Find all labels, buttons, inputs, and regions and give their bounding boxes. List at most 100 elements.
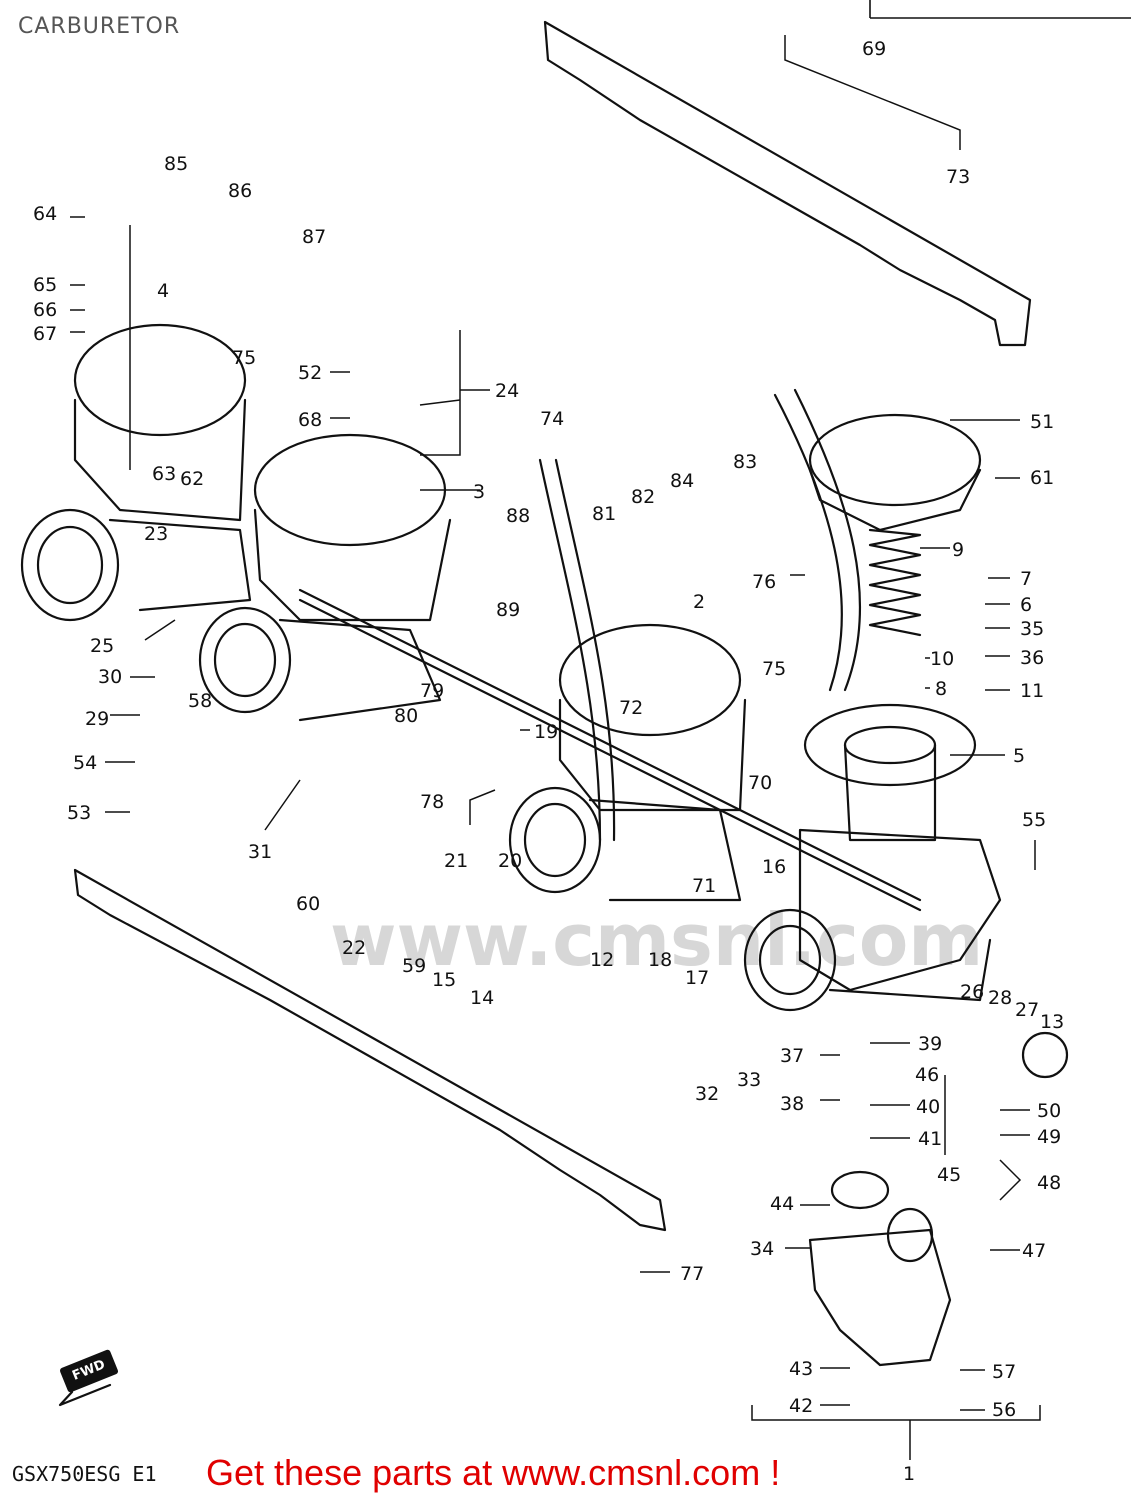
callout-65: 65 [33, 274, 57, 296]
callout-3: 3 [473, 481, 485, 503]
callout-70: 70 [748, 772, 772, 794]
callout-39: 39 [918, 1033, 942, 1055]
part-hose [773, 388, 862, 692]
callout-89: 89 [496, 599, 520, 621]
callout-13: 13 [1040, 1011, 1064, 1033]
part-spring [868, 528, 922, 637]
callout-44: 44 [770, 1193, 794, 1215]
callout-33: 33 [737, 1069, 761, 1091]
part-diaphragm [803, 703, 977, 787]
callout-24: 24 [495, 380, 519, 402]
callout-53: 53 [67, 802, 91, 824]
callout-30: 30 [98, 666, 122, 688]
callout-58: 58 [188, 690, 212, 712]
callout-34: 34 [750, 1238, 774, 1260]
callout-41: 41 [918, 1128, 942, 1150]
callout-25: 25 [90, 635, 114, 657]
callout-6: 6 [1020, 594, 1032, 616]
callout-5: 5 [1013, 745, 1025, 767]
callout-45: 45 [937, 1164, 961, 1186]
callout-18: 18 [648, 949, 672, 971]
callout-84: 84 [670, 470, 694, 492]
callout-86: 86 [228, 180, 252, 202]
callout-62: 62 [180, 468, 204, 490]
carb-body-3 [198, 433, 452, 722]
callout-27: 27 [1015, 999, 1039, 1021]
callout-77: 77 [680, 1263, 704, 1285]
callout-72: 72 [619, 697, 643, 719]
callout-60: 60 [296, 893, 320, 915]
callout-37: 37 [780, 1045, 804, 1067]
callout-35: 35 [1020, 618, 1044, 640]
callout-68: 68 [298, 409, 322, 431]
callout-88: 88 [506, 505, 530, 527]
callout-87: 87 [302, 226, 326, 248]
callout-75b: 75 [762, 658, 786, 680]
callout-10: 10 [930, 648, 954, 670]
callout-38: 38 [780, 1093, 804, 1115]
callout-49: 49 [1037, 1126, 1061, 1148]
callout-11: 11 [1020, 680, 1044, 702]
callout-26: 26 [960, 981, 984, 1003]
part-top-bracket [543, 20, 1032, 347]
callout-21: 21 [444, 850, 468, 872]
callout-56: 56 [992, 1399, 1016, 1421]
callout-labels: 1 2 3 4 5 6 7 8 9 10 11 12 13 14 15 16 1… [33, 38, 1064, 1485]
callout-48: 48 [1037, 1172, 1061, 1194]
carb-body-1 [743, 828, 1002, 1012]
part-bottom-bracket [73, 868, 667, 1232]
callout-47: 47 [1022, 1240, 1046, 1262]
callout-20: 20 [498, 850, 522, 872]
carb-body-2 [508, 623, 747, 902]
part-top-cover [808, 413, 982, 507]
callout-61: 61 [1030, 467, 1054, 489]
callout-74: 74 [540, 408, 564, 430]
callout-69: 69 [862, 38, 886, 60]
carb-body-4 [20, 323, 252, 622]
callout-36: 36 [1020, 647, 1044, 669]
callout-52: 52 [298, 362, 322, 384]
callout-79: 79 [420, 680, 444, 702]
callout-14: 14 [470, 987, 494, 1009]
callout-67: 67 [33, 323, 57, 345]
model-code: GSX750ESG E1 [12, 1462, 157, 1486]
callout-71: 71 [692, 875, 716, 897]
callout-1: 1 [903, 1463, 915, 1485]
callout-55: 55 [1022, 809, 1046, 831]
page-title: CARBURETOR [18, 14, 181, 39]
callout-75a: 75 [232, 347, 256, 369]
callout-12: 12 [590, 949, 614, 971]
callout-31: 31 [248, 841, 272, 863]
callout-29: 29 [85, 708, 109, 730]
callout-81: 81 [592, 503, 616, 525]
callout-8: 8 [935, 678, 947, 700]
promo-link[interactable]: Get these parts at www.cmsnl.com ! [206, 1452, 781, 1493]
callout-54: 54 [73, 752, 97, 774]
callout-40: 40 [916, 1096, 940, 1118]
callout-64: 64 [33, 203, 57, 225]
callout-7: 7 [1020, 568, 1032, 590]
callout-22: 22 [342, 937, 366, 959]
callout-83: 83 [733, 451, 757, 473]
callout-80: 80 [394, 705, 418, 727]
callout-32: 32 [695, 1083, 719, 1105]
callout-51: 51 [1030, 411, 1054, 433]
callout-59: 59 [402, 955, 426, 977]
callout-9: 9 [952, 539, 964, 561]
callout-78: 78 [420, 791, 444, 813]
callout-50: 50 [1037, 1100, 1061, 1122]
part-float-bowl [808, 1170, 952, 1367]
callout-17: 17 [685, 967, 709, 989]
callout-42: 42 [789, 1395, 813, 1417]
callout-16: 16 [762, 856, 786, 878]
callout-23: 23 [144, 523, 168, 545]
callout-66: 66 [33, 299, 57, 321]
callout-73: 73 [946, 166, 970, 188]
callout-4: 4 [157, 280, 169, 302]
callout-57: 57 [992, 1361, 1016, 1383]
callout-2: 2 [693, 591, 705, 613]
callout-76: 76 [752, 571, 776, 593]
callout-28: 28 [988, 987, 1012, 1009]
callout-85: 85 [164, 153, 188, 175]
